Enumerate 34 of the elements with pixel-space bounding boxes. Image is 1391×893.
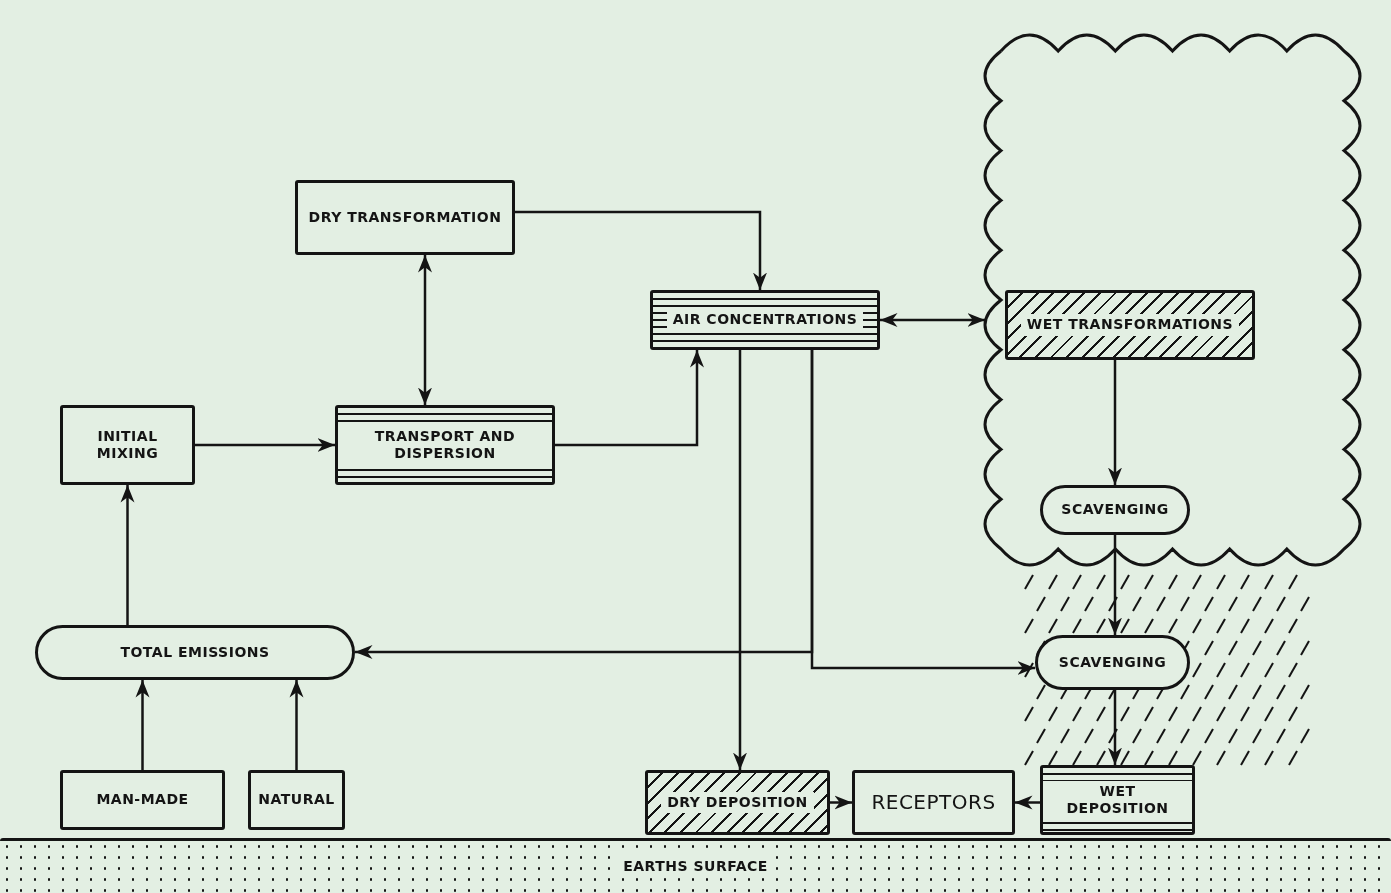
process-box [645,770,830,835]
rounded-box [35,625,355,680]
arrow [880,313,985,327]
box-label: WET TRANSFORMATIONS [1020,314,1240,336]
box-label: TRANSPORT AND DISPERSION [338,425,552,465]
process-box [335,405,555,485]
arrow [135,680,150,770]
arrow [733,350,747,770]
process-box [1040,765,1195,835]
arrow [195,438,335,452]
ground-band [0,838,1391,893]
arrow [810,350,1035,675]
process-box [248,770,345,830]
rounded-box [1035,635,1190,690]
box-label: AIR CONCENTRATIONS [666,309,864,331]
box-label: WET DEPOSITION [1043,780,1192,820]
box-label: DRY DEPOSITION [661,791,814,814]
process-box [650,290,880,350]
process-box [295,180,515,255]
process-box [1005,290,1255,360]
process-box [60,770,225,830]
arrow [289,680,304,770]
rounded-box [1040,485,1190,535]
arrow [830,795,852,810]
arrow [1108,360,1122,485]
arrow [515,210,767,290]
cloud-shape [985,35,1360,565]
process-box [852,770,1015,835]
arrow [418,255,432,405]
arrow [555,350,704,447]
arrow [120,485,135,625]
arrow [1108,690,1122,765]
process-box [60,405,195,485]
arrow [1015,795,1040,810]
